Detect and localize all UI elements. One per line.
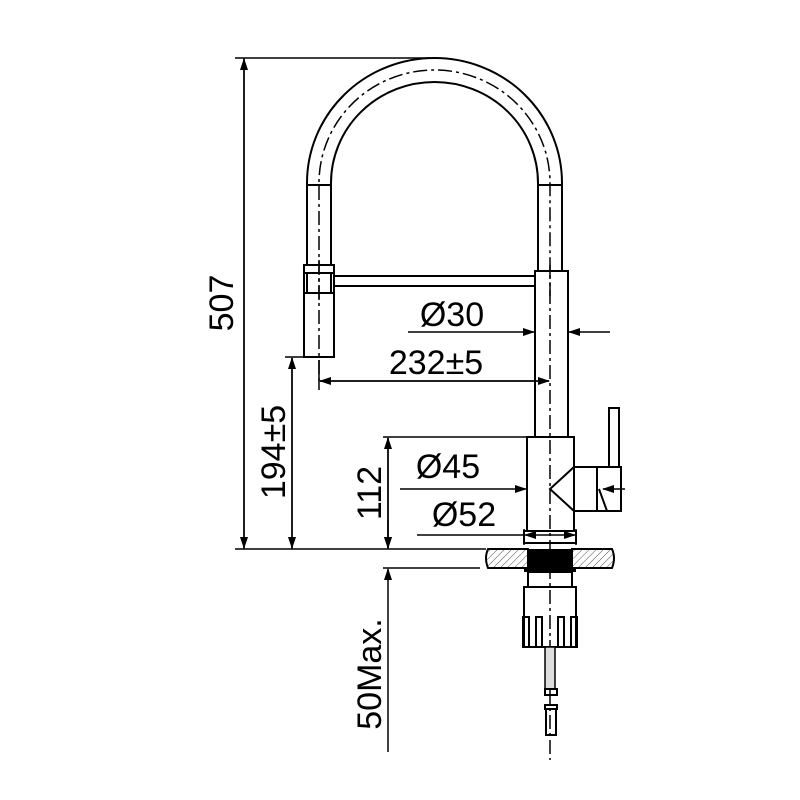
dim-label-232: 232±5 — [389, 344, 483, 382]
dim-total-height: 507 — [203, 57, 486, 550]
dim-spout-reach: 232±5 — [318, 344, 550, 390]
dim-label-194: 194±5 — [255, 405, 293, 499]
dim-spout-height: 194±5 — [255, 356, 304, 549]
dim-body-diameter: Ø45 — [400, 448, 625, 493]
dim-label-d52: Ø52 — [432, 496, 496, 534]
dim-base-diameter: Ø52 — [417, 496, 577, 545]
dim-label-50max: 50Max. — [351, 618, 389, 730]
faucet-body — [526, 407, 622, 532]
dim-spout-diameter: Ø30 — [408, 296, 610, 336]
dim-label-d45: Ø45 — [416, 448, 480, 486]
gooseneck-spout — [306, 57, 563, 300]
dim-under-counter: 50Max. — [351, 520, 480, 752]
dim-label-112: 112 — [351, 466, 389, 520]
countertop — [485, 548, 615, 572]
dim-label-507: 507 — [203, 275, 241, 332]
mounting-hardware — [522, 571, 578, 736]
holder-bar — [334, 275, 536, 287]
dim-label-d30: Ø30 — [420, 296, 484, 334]
